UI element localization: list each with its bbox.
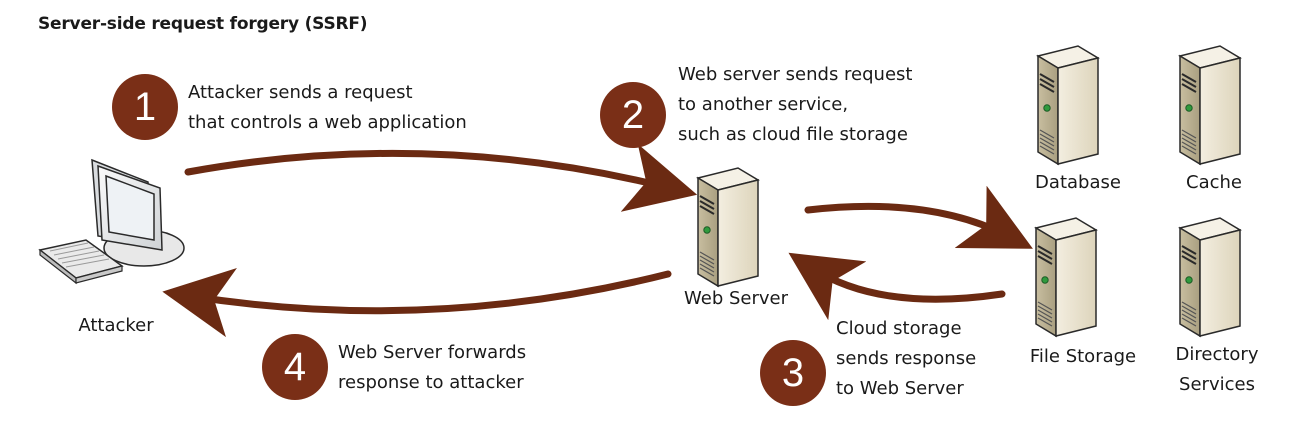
step-3-badge: 3 (760, 340, 826, 406)
arrow-filestorage-to-webserver (788, 252, 1006, 321)
step-2-badge: 2 (600, 82, 666, 148)
arrow-webserver-to-attacker (162, 267, 672, 338)
step-2-line-1: Web server sends request (678, 64, 913, 85)
step-4-text: Web Server forwards response to attacker (338, 338, 526, 398)
database-label: Database (1035, 172, 1121, 193)
database-server-icon (1037, 45, 1099, 165)
step-2-line-3: such as cloud file storage (678, 124, 908, 145)
step-1-text: Attacker sends a request that controls a… (188, 78, 467, 138)
step-1-line-2: that controls a web application (188, 112, 467, 133)
web-server-icon (697, 167, 759, 287)
directory-services-label-line-1: Directory (1175, 344, 1259, 365)
step-4-line-1: Web Server forwards (338, 342, 527, 363)
arrow-attacker-to-webserver (184, 143, 698, 212)
web-server-label: Web Server (684, 288, 788, 309)
file-storage-server-icon (1035, 217, 1097, 337)
step-4-line-2: response to attacker (338, 372, 524, 393)
attacker-computer-icon (38, 158, 185, 285)
step-2-line-2: to another service, (678, 94, 849, 115)
step-3-line-3: to Web Server (836, 378, 964, 399)
step-3-line-2: sends response (836, 348, 977, 369)
step-1-badge: 1 (112, 74, 178, 140)
arrow-webserver-to-filestorage (804, 185, 1033, 249)
cache-label: Cache (1186, 172, 1242, 193)
cache-server-icon (1179, 45, 1241, 165)
diagram-title: Server-side request forgery (SSRF) (38, 14, 368, 34)
step-1-line-1: Attacker sends a request (188, 82, 413, 103)
attacker-label: Attacker (78, 315, 154, 336)
directory-services-label: Directory Services (1162, 340, 1272, 400)
step-2-text: Web server sends request to another serv… (678, 60, 912, 150)
directory-services-label-line-2: Services (1179, 374, 1255, 395)
directory-services-server-icon (1179, 217, 1241, 337)
step-3-text: Cloud storage sends response to Web Serv… (836, 314, 976, 404)
step-4-badge: 4 (262, 334, 328, 400)
step-3-line-1: Cloud storage (836, 318, 962, 339)
file-storage-label: File Storage (1029, 346, 1137, 367)
